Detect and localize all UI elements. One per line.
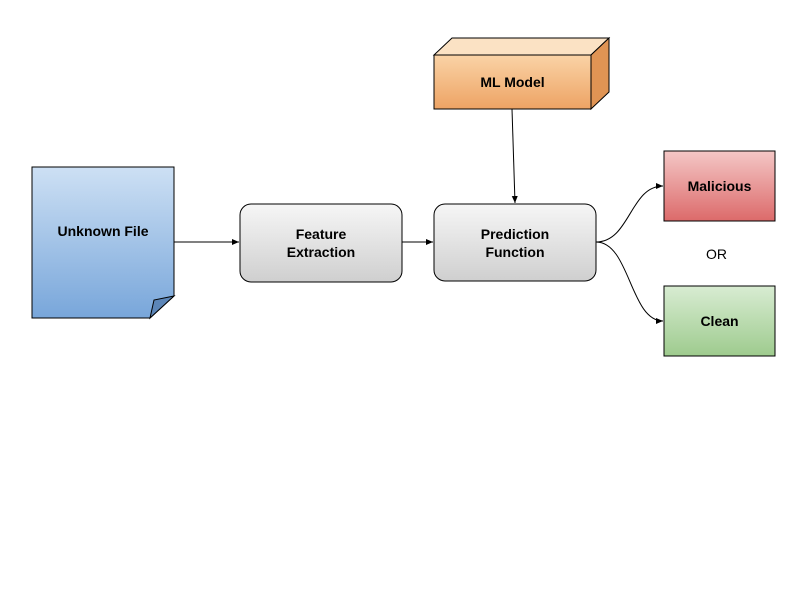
or-text: OR <box>706 246 727 262</box>
ml-model-top-face <box>432 37 611 56</box>
ml-model-node <box>432 36 611 111</box>
clean-shape <box>663 285 776 357</box>
clean-label: Clean <box>700 313 739 329</box>
ml-model-label: ML Model <box>480 74 545 90</box>
edge-prediction-to-clean <box>595 241 664 324</box>
feature-extraction-label: Feature Extraction <box>286 226 356 260</box>
feature-extraction-shape <box>239 203 403 283</box>
edge-model-to-prediction <box>511 108 518 204</box>
unknown-file-node <box>31 166 176 320</box>
malicious-shape <box>663 150 776 222</box>
unknown-file-fold-icon <box>149 295 176 320</box>
edge-prediction-to-malicious <box>595 183 664 243</box>
unknown-file-label: Unknown File <box>57 223 149 239</box>
ml-model-front-face <box>433 54 592 110</box>
malicious-label: Malicious <box>687 178 752 194</box>
prediction-function-label: Prediction Function <box>480 225 550 260</box>
